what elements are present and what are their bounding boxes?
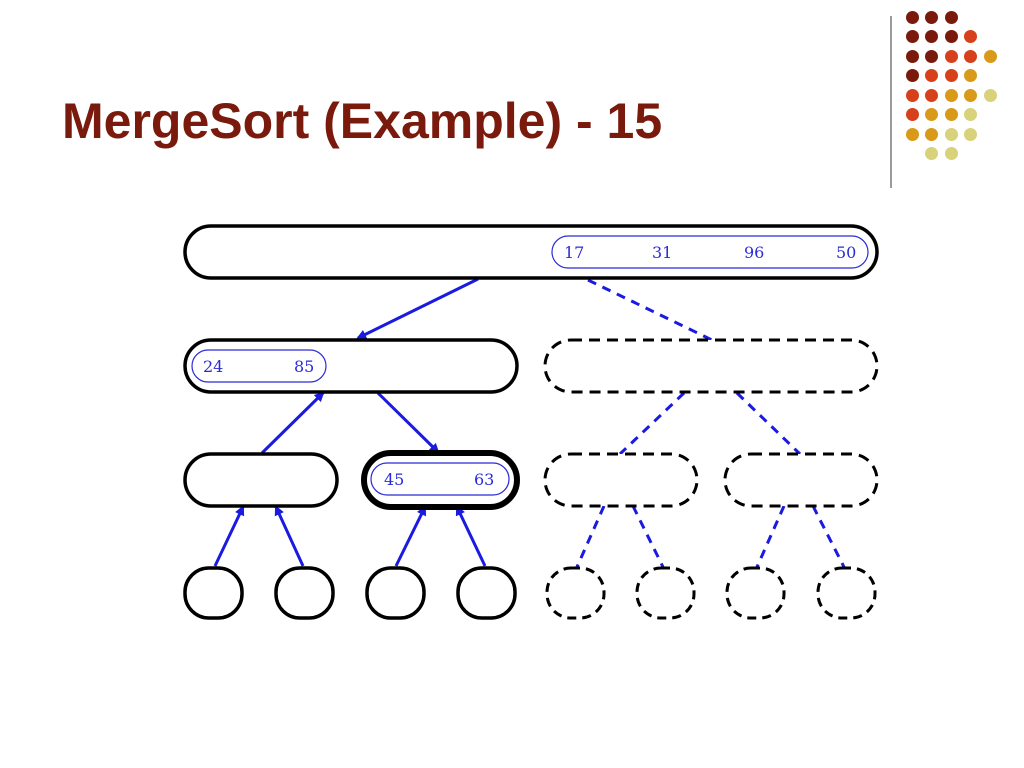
edge-root-to-left <box>356 277 479 340</box>
level2-node-4 <box>723 452 879 508</box>
edge-left-to-child-b <box>376 391 440 454</box>
level2-node-2-value-1: 45 <box>384 470 404 489</box>
root-value-3: 96 <box>744 243 764 262</box>
leaf-node-5 <box>545 566 606 620</box>
edge-leaf5 <box>575 505 606 568</box>
title-divider <box>890 16 892 188</box>
leaf-node-1 <box>183 566 244 620</box>
root-value-1: 17 <box>564 243 584 262</box>
edge-leaf1-up <box>213 505 245 567</box>
leaf-node-2 <box>274 566 335 620</box>
level2-node-3 <box>543 452 699 508</box>
edge-leaf6 <box>631 505 665 568</box>
left-subarray-sequence-box <box>191 349 327 383</box>
edge-leaf7 <box>755 505 786 568</box>
edge-leaf8 <box>811 505 846 568</box>
right-subarray-node <box>543 338 879 394</box>
edge-leaf4-up <box>455 505 487 567</box>
edge-right-to-child-d <box>735 391 802 456</box>
leaf-node-6 <box>635 566 696 620</box>
slide-title: MergeSort (Example) - 15 <box>62 93 663 149</box>
root-value-4: 50 <box>836 243 856 262</box>
edge-leaf2-up <box>274 505 305 567</box>
edge-left-child-a-up <box>260 391 325 455</box>
edge-root-to-right <box>587 278 713 342</box>
edge-leaf3-up <box>394 505 427 567</box>
leaf-node-4 <box>456 566 517 620</box>
leaf-node-7 <box>725 566 786 620</box>
root-value-2: 31 <box>652 243 672 262</box>
edge-right-to-child-c <box>618 391 686 456</box>
left-value-2: 85 <box>294 357 314 376</box>
root-sequence-box <box>551 235 869 269</box>
level2-node-1 <box>183 452 339 508</box>
left-value-1: 24 <box>203 357 223 376</box>
leaf-node-8 <box>816 566 877 620</box>
level2-node-2-sequence-box <box>370 462 510 496</box>
leaf-node-3 <box>365 566 426 620</box>
level2-node-2-value-2: 63 <box>474 470 494 489</box>
